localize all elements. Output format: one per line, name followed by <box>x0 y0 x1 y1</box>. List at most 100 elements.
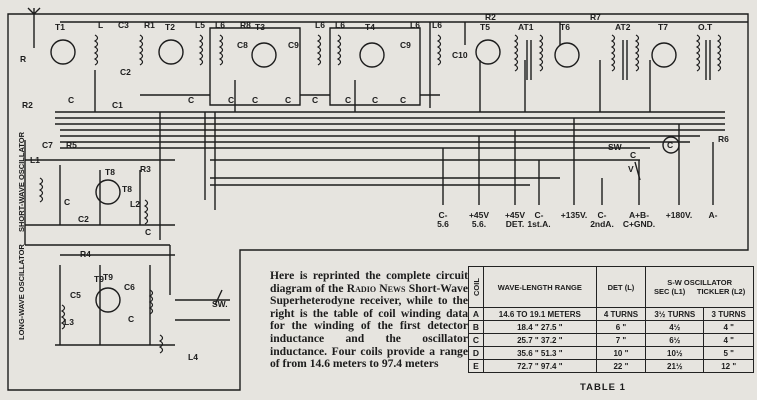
label-r: R <box>20 54 26 64</box>
label-c1: C1 <box>112 100 123 110</box>
label-r2-a: R2 <box>22 100 33 110</box>
cell-coil: B <box>468 320 484 334</box>
caption-part-2: Short-Wave Superheterodyne receiver, whi… <box>270 281 469 371</box>
cell-range: 35.6 " 51.3 " <box>483 346 597 360</box>
cell-sec: 4½ <box>645 320 705 334</box>
label-c-5: C <box>285 95 291 105</box>
cell-range: 18.4 " 27.5 " <box>483 320 597 334</box>
label-c2-top: C2 <box>120 67 131 77</box>
label-c-10: C <box>630 150 636 160</box>
label-t8-b: T8 <box>122 184 132 194</box>
label-t9-b: T9 <box>94 274 104 284</box>
table-row: A 14.6 TO 19.1 METERS 4 TURNS 3½ TURNS 3… <box>468 307 754 321</box>
power-terminals: C- 5.6 +45V 5.6. +45V DET. C- 1st.A. +13… <box>437 210 718 229</box>
label-r5: R5 <box>66 140 77 150</box>
terminal-label: A- <box>709 210 718 220</box>
cell-range: 25.7 " 37.2 " <box>483 333 597 347</box>
cell-tickler: 5 " <box>703 346 754 360</box>
cell-sec: 10½ <box>645 346 705 360</box>
label-l2: L2 <box>130 199 140 209</box>
label-at1: AT1 <box>518 22 534 32</box>
label-sw-top: V <box>628 164 634 174</box>
terminal-label: +180V. <box>666 210 692 220</box>
cell-range: 14.6 TO 19.1 METERS <box>483 307 597 321</box>
table-row: E 72.7 " 97.4 " 22 " 21½ 12 " <box>468 359 754 373</box>
label-r1: R1 <box>144 20 155 30</box>
label-c-9: C <box>312 95 318 105</box>
terminal-sublabel: 2ndA. <box>590 219 614 229</box>
terminal-label: +135V. <box>561 210 587 220</box>
table-row: D 35.6 " 51.3 " 10 " 10½ 5 " <box>468 346 754 360</box>
label-t5: T5 <box>480 22 490 32</box>
label-t7: T7 <box>658 22 668 32</box>
label-c-sw-2: C <box>145 227 151 237</box>
caption-part-1: Here is reprinted the complete circuit d… <box>270 269 468 295</box>
col-det-header: DET (L) <box>595 266 647 308</box>
label-c-2: C <box>188 95 194 105</box>
col-osc-header: S-W OSCILLATOR SEC (L1) TICKLER (L2) <box>645 266 754 308</box>
sec-header: SEC (L1) <box>654 287 686 296</box>
table-row: C 25.7 " 37.2 " 7 " 6½ 4 " <box>468 333 754 347</box>
label-c10: C10 <box>452 50 468 60</box>
label-c-11: SW <box>608 142 623 152</box>
label-r2-b: R2 <box>485 12 496 22</box>
label-l6-a: L6 <box>215 20 225 30</box>
table-title: TABLE 1 <box>580 382 626 393</box>
label-c-sw-1: C <box>64 197 70 207</box>
label-l1: L1 <box>30 155 40 165</box>
label-c5: C5 <box>70 290 81 300</box>
cell-coil: A <box>468 307 484 321</box>
cell-det: 4 TURNS <box>595 307 647 321</box>
label-c-1: C <box>68 95 74 105</box>
label-t6: T6 <box>560 22 570 32</box>
short-wave-oscillator-label: SHORT-WAVE OSCILLATOR <box>17 131 26 232</box>
terminal-sublabel: 5.6. <box>472 219 486 229</box>
coils <box>38 34 722 354</box>
col-coil-header: COIL <box>468 266 484 308</box>
cell-det: 6 " <box>595 320 647 334</box>
label-t4: T4 <box>365 22 375 32</box>
label-c2-sw: C2 <box>78 214 89 224</box>
label-sw-bottom: SW. <box>212 299 228 309</box>
label-at2: AT2 <box>615 22 631 32</box>
label-t1: T1 <box>55 22 65 32</box>
terminal-label: A+B- <box>629 210 649 220</box>
terminal-label: C- <box>598 210 607 220</box>
cell-tickler: 4 " <box>703 333 754 347</box>
label-c6: C6 <box>124 282 135 292</box>
cell-tickler: 3 TURNS <box>703 307 754 321</box>
coil-winding-table: COIL WAVE-LENGTH RANGE DET (L) S-W OSCIL… <box>468 266 754 373</box>
label-ot: O.T <box>698 22 713 32</box>
label-c9-b: C9 <box>400 40 411 50</box>
label-r4: R4 <box>80 249 91 259</box>
label-t8: T8 <box>105 167 115 177</box>
cell-sec: 3½ TURNS <box>645 307 705 321</box>
cell-det: 10 " <box>595 346 647 360</box>
terminal-label: C- <box>535 210 544 220</box>
terminal-sublabel: 1st.A. <box>527 219 550 229</box>
figure-caption: Here is reprinted the complete circuit d… <box>270 269 469 371</box>
terminal-label: +45V <box>505 210 525 220</box>
label-c-3: C <box>228 95 234 105</box>
wiring <box>7 7 749 391</box>
cell-det: 7 " <box>595 333 647 347</box>
cell-det: 22 " <box>595 359 647 373</box>
label-c-lw: C <box>128 314 134 324</box>
label-c-7: C <box>372 95 378 105</box>
label-l4: L4 <box>188 352 198 362</box>
terminal-sublabel: 5.6 <box>437 219 449 229</box>
label-r7: R7 <box>590 12 601 22</box>
label-l6-c: L6 <box>335 20 345 30</box>
label-l: L <box>98 20 103 30</box>
label-c3: C3 <box>118 20 129 30</box>
label-c-4: C <box>252 95 258 105</box>
cell-coil: E <box>468 359 484 373</box>
label-c-6: C <box>345 95 351 105</box>
label-c7: C7 <box>42 140 53 150</box>
part-labels: T1 T2 T3 T4 T5 T6 T7 T8 T9 L L5 L6 L6 L6… <box>17 12 729 362</box>
cell-coil: C <box>468 333 484 347</box>
label-t3: T3 <box>255 22 265 32</box>
cell-range: 72.7 " 97.4 " <box>483 359 597 373</box>
